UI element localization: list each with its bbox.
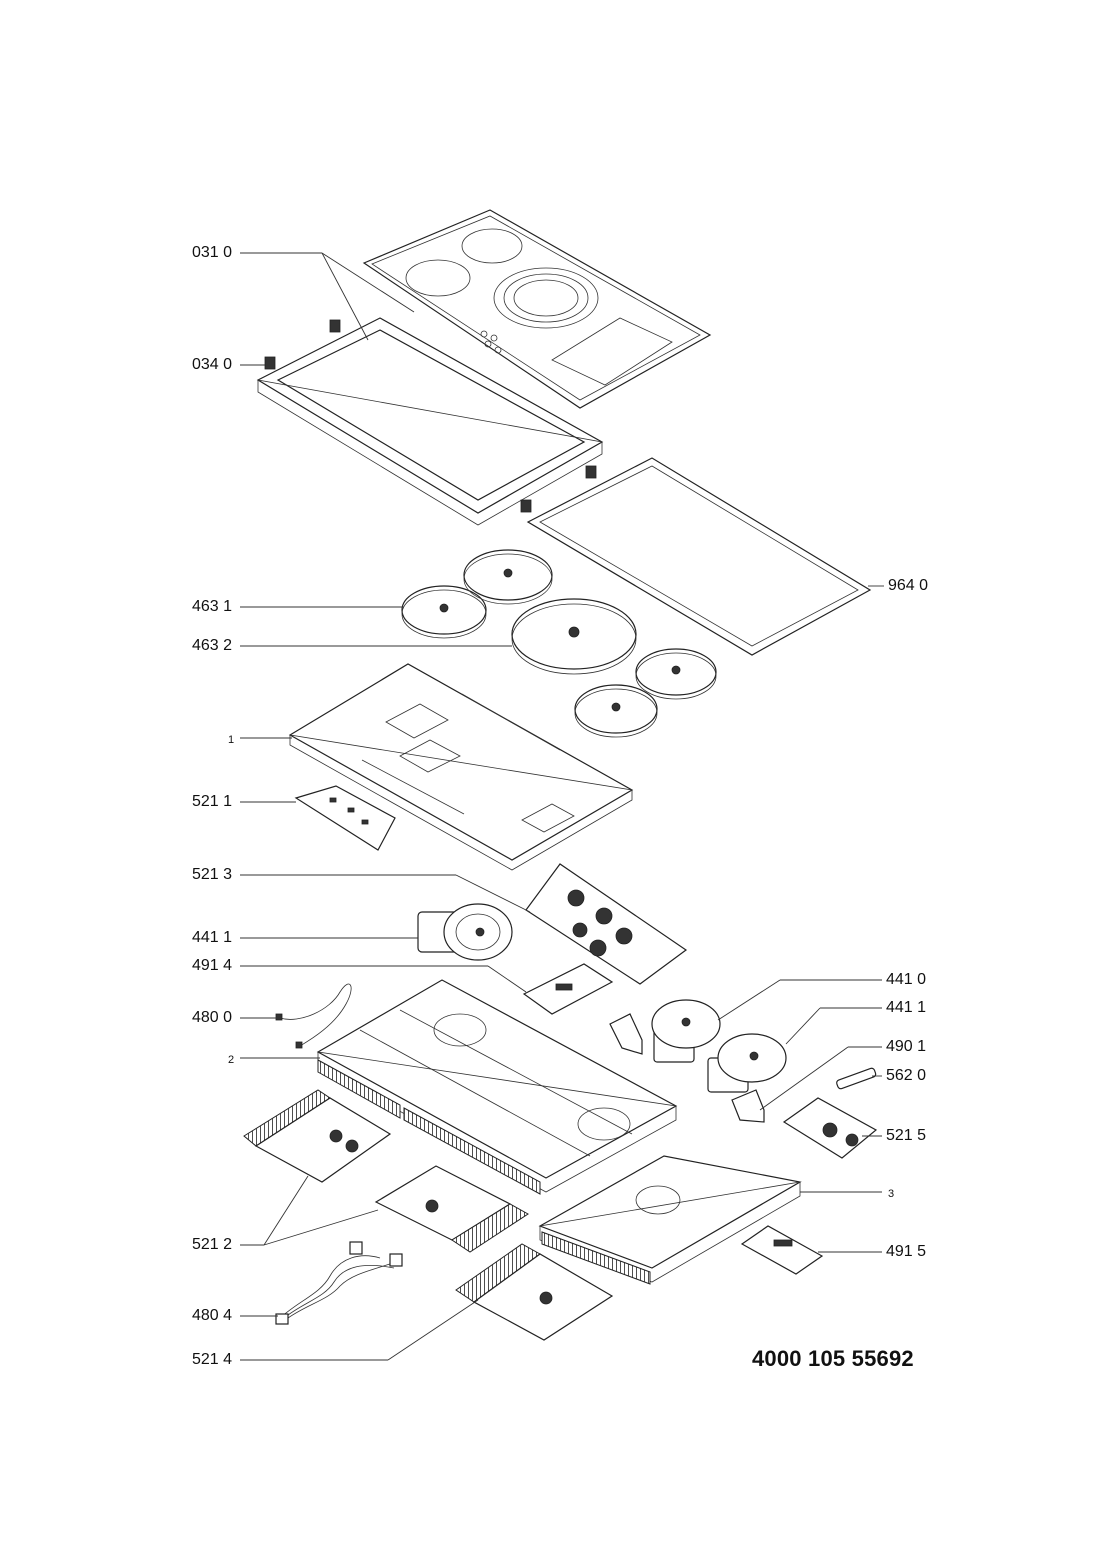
leader-lines [240, 252, 884, 1361]
power-board-heatsink-bottom-part [455, 1243, 614, 1341]
power-board-heatsink-left-part [243, 1089, 392, 1183]
part-label-480-0: 480 0 [192, 1009, 233, 1026]
filter-board-part [522, 963, 614, 1015]
glass-cooktop-part [362, 209, 712, 409]
power-board-top-part [525, 863, 688, 985]
power-board-right-part [782, 1097, 878, 1159]
part-label-031-0: 031 0 [192, 244, 233, 261]
part-label-490-1: 490 1 [886, 1038, 927, 1055]
part-label-441-0: 441 0 [886, 971, 927, 988]
base-tray-left-part [316, 979, 678, 1195]
part-label-463-1: 463 1 [192, 598, 233, 615]
part-label-521-5: 521 5 [886, 1127, 927, 1144]
part-label-441-1-left: 441 1 [192, 929, 233, 946]
wire-harness-part [275, 983, 352, 1049]
part-label-521-1: 521 1 [192, 793, 233, 810]
part-label-2: 2 [228, 1054, 235, 1066]
support-plate-part [288, 663, 634, 871]
part-label-491-5: 491 5 [886, 1243, 927, 1260]
power-board-heatsink-center-part [374, 1165, 529, 1253]
part-label-441-1-right: 441 1 [886, 999, 927, 1016]
base-tray-right-part [538, 1155, 802, 1285]
part-label-964-0: 964 0 [888, 577, 929, 594]
control-board-part [294, 785, 396, 851]
fuse-part [836, 1067, 877, 1090]
part-label-1: 1 [228, 734, 235, 746]
cooktop-frame-part [256, 317, 604, 526]
fan-right-part [707, 1033, 787, 1093]
filter-board-right-part [740, 1225, 824, 1275]
part-label-463-2: 463 2 [192, 637, 233, 654]
fan-bracket-part [609, 1013, 765, 1123]
part-label-562-0: 562 0 [886, 1067, 927, 1084]
fan-left-part [417, 903, 513, 961]
ribbon-harness-part [275, 1241, 403, 1325]
document-number: 4000 105 55692 [752, 1346, 914, 1371]
part-label-521-2: 521 2 [192, 1236, 233, 1253]
part-label-521-3: 521 3 [192, 866, 233, 883]
gasket-part [526, 457, 872, 656]
part-label-480-4: 480 4 [192, 1307, 233, 1324]
induction-coils-part [401, 549, 717, 738]
part-label-034-0: 034 0 [192, 356, 233, 373]
part-label-3: 3 [888, 1188, 895, 1200]
fan-center-part [651, 999, 721, 1063]
part-label-521-4: 521 4 [192, 1351, 233, 1368]
part-label-491-4: 491 4 [192, 957, 233, 974]
